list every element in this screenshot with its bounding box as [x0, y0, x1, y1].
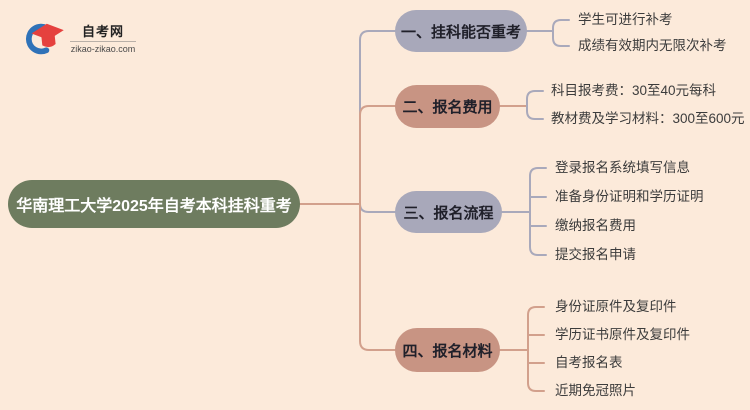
- leaf-item: 科目报考费：30至40元每科: [551, 83, 717, 98]
- leaf-item: 准备身份证明和学历证明: [555, 189, 704, 204]
- leaf-item: 登录报名系统填写信息: [555, 160, 690, 175]
- mortarboard-icon: [31, 23, 64, 48]
- leaf-item: 近期免冠照片: [555, 383, 636, 398]
- connector-branch-4: [359, 203, 396, 351]
- branch-node-2: 二、报名费用: [395, 85, 500, 128]
- branch-node-3: 三、报名流程: [395, 191, 502, 233]
- leaf-item: 自考报名表: [555, 355, 623, 370]
- leaf-item: 成绩有效期内无限次补考: [578, 38, 727, 53]
- leaf-item: 提交报名申请: [555, 247, 636, 262]
- site-url: zikao-zikao.com: [70, 44, 136, 54]
- crescent-icon: [26, 23, 50, 55]
- site-name: 自考网: [81, 24, 124, 39]
- leaf-item: 缴纳报名费用: [555, 218, 636, 233]
- bracket-branch-1: [552, 19, 570, 47]
- branch-node-4: 四、报名材料: [395, 328, 500, 372]
- bracket-branch-3: [529, 167, 547, 256]
- bracket-branch-2: [526, 90, 544, 120]
- leaf-item: 教材费及学习材料：300至600元: [551, 111, 745, 126]
- leaf-item: 学生可进行补考: [578, 12, 673, 27]
- connector-branch-1: [359, 30, 396, 205]
- connector-branch-2: [359, 105, 396, 205]
- leaf-item: 学历证书原件及复印件: [555, 327, 690, 342]
- graduation-cap-icon: [26, 23, 64, 55]
- bracket-branch-4: [527, 306, 545, 392]
- logo-divider: [70, 41, 136, 42]
- site-logo: 自考网 zikao-zikao.com: [24, 18, 140, 60]
- central-topic: 华南理工大学2025年自考本科挂科重考: [8, 180, 300, 228]
- leaf-item: 身份证原件及复印件: [555, 299, 677, 314]
- connector-branch-3: [359, 203, 396, 213]
- logo-text: 自考网 zikao-zikao.com: [68, 24, 138, 54]
- branch-node-1: 一、挂科能否重考: [395, 10, 527, 52]
